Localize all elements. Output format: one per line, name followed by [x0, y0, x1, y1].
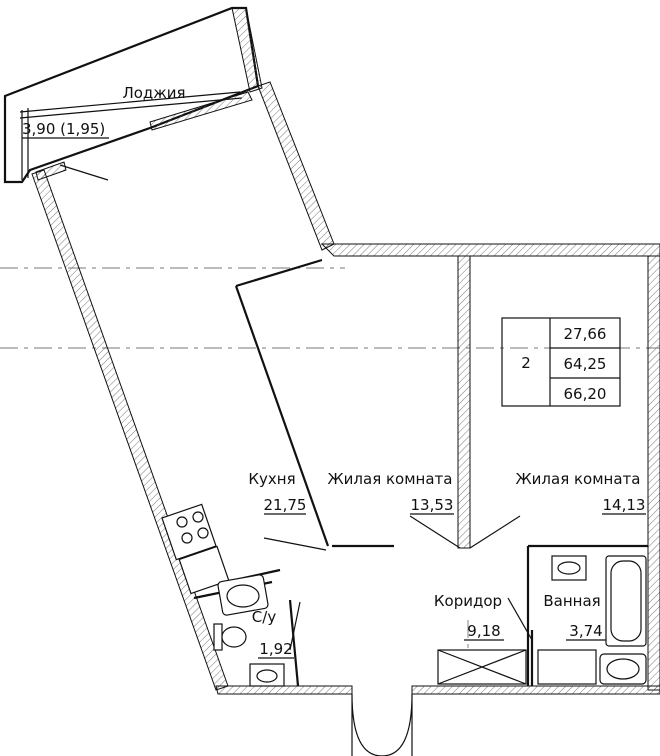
room-name-corridor: Коридор — [434, 592, 502, 610]
toilet-tank-icon — [213, 623, 223, 651]
living-area: 27,66 — [564, 325, 607, 343]
area-table: 2 27,66 64,25 66,20 — [501, 317, 621, 407]
room-name-kitchen: Кухня — [248, 470, 295, 488]
fixtures — [161, 503, 647, 687]
room-area-corridor: 9,18 — [467, 622, 500, 640]
room-name-wc: С/у — [252, 608, 277, 626]
room-area-bedroom-1: 13,53 — [411, 496, 454, 514]
room-name-bathroom: Ванная — [543, 592, 600, 610]
door-swings — [289, 515, 533, 756]
loggia — [3, 6, 263, 184]
room-labels: Лоджия 3,90 (1,95) Кухня 21,75 Жилая ком… — [22, 84, 646, 659]
room-area-bathroom: 3,74 — [569, 622, 602, 640]
room-area-wc: 1,92 — [259, 640, 292, 658]
rooms-count: 2 — [521, 354, 531, 372]
counter-icon — [178, 545, 230, 595]
utility-box-icon — [537, 649, 597, 685]
room-name-bedroom-2: Жилая комната — [516, 470, 641, 488]
total-area-with-loggia: 66,20 — [564, 385, 607, 403]
room-area-kitchen: 21,75 — [264, 496, 307, 514]
total-area: 64,25 — [564, 355, 607, 373]
room-area-loggia: 3,90 (1,95) — [22, 120, 105, 138]
room-name-bedroom-1: Жилая комната — [328, 470, 453, 488]
room-area-bedroom-2: 14,13 — [603, 496, 646, 514]
toilet-icon — [221, 626, 247, 648]
room-name-loggia: Лоджия — [122, 84, 185, 102]
